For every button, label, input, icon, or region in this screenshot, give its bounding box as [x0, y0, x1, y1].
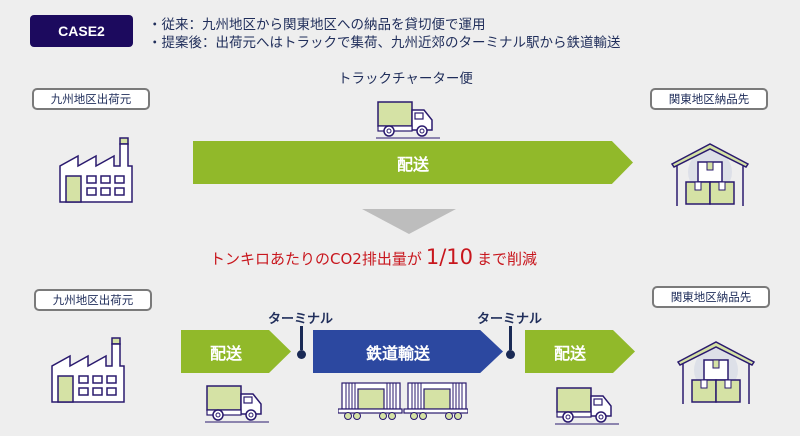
destination-label-before: 関東地区納品先	[650, 88, 768, 110]
description-proposed: ・提案後：出荷元へはトラックで集荷、九州近郊のターミナル駅から鉄道輸送	[148, 35, 621, 51]
train-car-2	[403, 382, 468, 420]
description-current: ・従来：九州地区から関東地区への納品を貸切便で運用	[148, 17, 486, 33]
warehouse-icon	[676, 341, 756, 404]
rail-transport-arrow: 鉄道輸送	[313, 330, 503, 373]
factory-icon	[51, 337, 125, 403]
terminal-pin-line	[300, 326, 303, 350]
segment-label-final: 配送	[553, 343, 586, 363]
terminal-label-2: ターミナル	[477, 312, 543, 327]
terminal-pin-1	[297, 326, 306, 359]
result-suffix: まで削減	[477, 250, 538, 268]
destination-label-after: 関東地区納品先	[652, 286, 770, 308]
delivery-arrow-final: 配送	[525, 330, 635, 373]
truck-icon	[205, 385, 269, 423]
truck-icon	[376, 101, 440, 139]
case-badge: CASE2	[30, 15, 133, 47]
delivery-arrow-label: 配送	[396, 154, 429, 174]
origin-label-before: 九州地区出荷元	[32, 88, 150, 110]
segment-label-pickup: 配送	[209, 343, 242, 363]
truck-charter-caption: トラックチャーター便	[338, 71, 473, 87]
train-car-1	[338, 382, 403, 420]
segment-label-rail: 鉄道輸送	[365, 343, 430, 363]
down-arrow-icon	[362, 209, 456, 234]
warehouse-icon	[670, 143, 750, 206]
terminal-pin-dot	[297, 350, 306, 359]
freight-train-icon	[338, 382, 468, 420]
terminal-pin-dot	[506, 350, 515, 359]
origin-label-after: 九州地区出荷元	[34, 289, 152, 311]
terminal-pin-line	[509, 326, 512, 350]
truck-icon	[555, 387, 619, 425]
delivery-arrow-before: 配送	[193, 141, 633, 184]
delivery-arrow-pickup: 配送	[181, 330, 291, 373]
result-value: 1/10	[425, 245, 473, 269]
factory-icon	[59, 137, 133, 203]
result-prefix: トンキロあたりのCO2排出量が	[210, 250, 422, 268]
terminal-label-1: ターミナル	[268, 312, 334, 327]
terminal-pin-2	[506, 326, 515, 359]
